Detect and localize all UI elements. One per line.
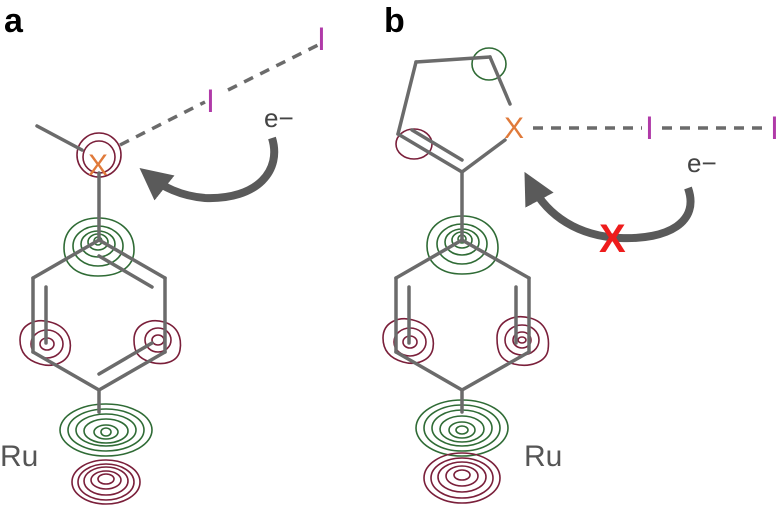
panel-b-substituent-atom: X <box>504 112 524 145</box>
panel-a-halogen-bond-2 <box>227 42 321 92</box>
panel-a-electron-label: e− <box>264 103 294 133</box>
panel-b-electron-arrow <box>524 171 695 243</box>
panel-b-para-red-lobe <box>423 452 501 504</box>
panel-a-electron-arrow <box>139 136 279 203</box>
panel-a-para-red-lobe <box>71 459 141 505</box>
panel-b-iodine-far: I <box>770 110 779 146</box>
panel-a-iodine-far: I <box>317 21 326 57</box>
panel-a-metal-label: Ru <box>0 440 38 473</box>
panel-b-ring-top-lobe <box>471 47 507 81</box>
panel-b-metal-label: Ru <box>524 440 562 473</box>
panel-a-substituent-atom: X <box>88 149 108 182</box>
panel-b-blocked-mark: X <box>599 217 626 261</box>
panel-a-iodine-near: I <box>206 83 215 119</box>
panel-b-label: b <box>384 2 405 40</box>
panel-a-bonds <box>31 124 167 414</box>
panel-a-para-green-lobe <box>59 403 153 457</box>
panel-a-halogen-bond-1 <box>119 100 206 147</box>
panel-a-orbital-lobes <box>19 132 182 505</box>
panel-b: b <box>382 2 779 504</box>
panel-b-iodine-near: I <box>645 110 654 146</box>
panel-a-label: a <box>4 2 24 40</box>
panel-b-ortho-right-lobe <box>496 316 550 366</box>
panel-b-electron-label: e− <box>687 148 717 178</box>
panel-b-bonds <box>394 55 531 414</box>
panel-a: a <box>0 2 326 505</box>
